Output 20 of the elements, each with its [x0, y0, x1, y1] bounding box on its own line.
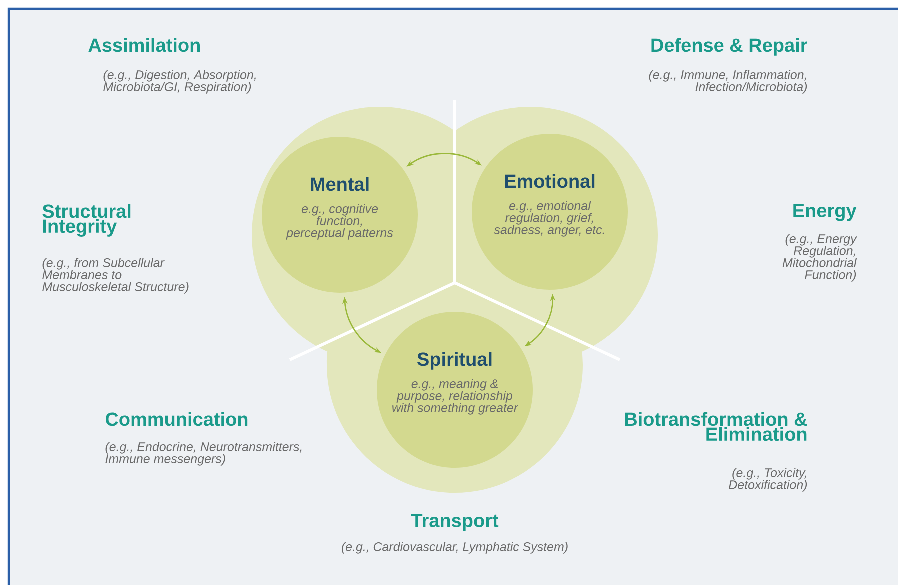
circle-description: e.g., cognitive function, perceptual patterns: [286, 204, 394, 240]
description: (e.g., Energy Regulation, Mitochondrial Function): [782, 234, 858, 282]
description: (e.g., Digestion, Absorption, Microbiota/GI, Respiration): [104, 70, 256, 94]
description: (e.g., Immune, Inflammation, Infection/Microbiota): [649, 70, 808, 94]
description: (e.g., Cardiovascular, Lymphatic System): [342, 542, 568, 554]
circle-description: e.g., meaning & purpose, relationship with something greater: [392, 379, 518, 415]
description: (e.g., from Subcellular Membranes to Musculoskeletal Structure): [42, 258, 189, 294]
heading: Biotransformation & Elimination: [625, 412, 808, 442]
circle-description: e.g., emotional regulation, grief, sadness, anger, etc.: [494, 201, 604, 237]
description: (e.g., Endocrine, Neurotransmitters, Immune messengers): [106, 442, 302, 466]
circle-heading: Spiritual: [418, 352, 492, 370]
circle-heading: Mental: [311, 177, 369, 192]
heading: Transport: [411, 514, 499, 532]
heading: Structural Integrity: [42, 204, 131, 237]
description: (e.g., Toxicity, Detoxification): [729, 468, 808, 492]
heading: Defense & Repair: [652, 38, 808, 56]
circle-heading: Emotional: [505, 174, 595, 188]
heading: Assimilation: [88, 38, 200, 52]
heading: Communication: [106, 412, 248, 426]
heading: Energy: [794, 204, 857, 222]
